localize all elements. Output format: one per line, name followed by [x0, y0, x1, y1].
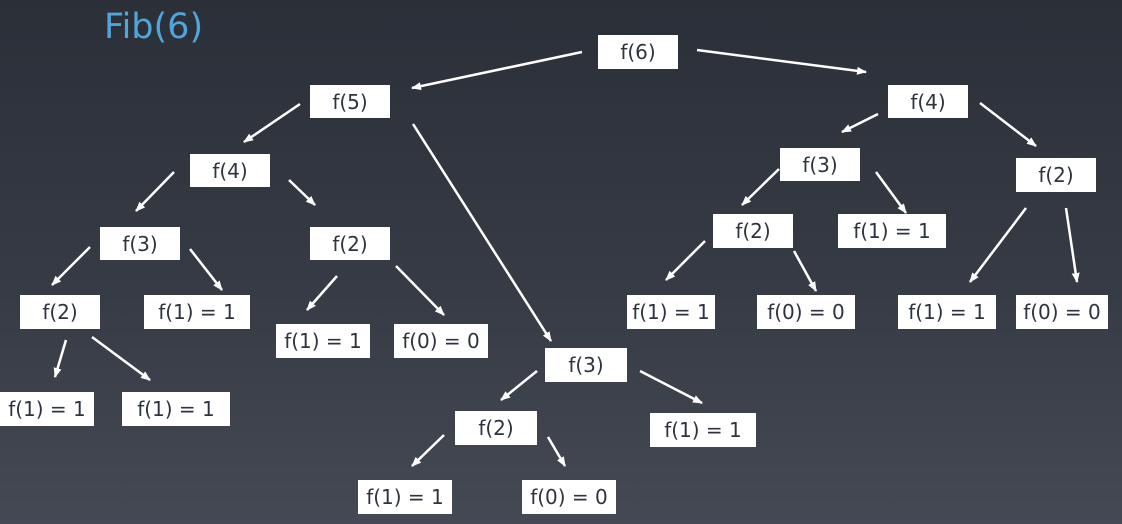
tree-node-n0: f(6)	[598, 35, 678, 69]
tree-node-n18: f(2)	[455, 411, 537, 445]
tree-node-n3: f(4)	[190, 154, 270, 187]
edge-arrow-n0-n1	[411, 50, 583, 91]
edge-arrow-n1-n3	[243, 102, 301, 144]
tree-node-n10: f(1) = 1	[838, 214, 946, 248]
tree-node-n24: f(1) = 1	[358, 480, 452, 514]
tree-node-n19: f(1) = 1	[650, 413, 756, 447]
edge-arrow-n13-n18	[500, 370, 538, 401]
tree-node-n7: f(2)	[310, 227, 390, 260]
edge-arrow-n3-n6	[135, 171, 175, 212]
tree-node-n4: f(3)	[780, 148, 860, 181]
tree-node-n6: f(3)	[100, 227, 180, 260]
diagram-title: Fib(6)	[104, 7, 204, 47]
edge-arrow-n9-n22	[665, 240, 706, 281]
tree-node-n22: f(1) = 1	[627, 295, 715, 329]
edge-arrow-n14-n16	[91, 335, 151, 382]
edge-arrow-n18-n24	[411, 434, 445, 467]
edge-arrow-n7-n11	[306, 275, 338, 311]
tree-node-n11: f(1) = 1	[276, 324, 370, 358]
edge-arrow-n1-n13	[411, 123, 553, 342]
edge-arrow-n6-n14	[51, 246, 91, 286]
tree-node-n16: f(1) = 1	[122, 392, 230, 426]
edge-arrow-n3-n7	[288, 179, 316, 206]
tree-node-n14: f(2)	[20, 295, 100, 329]
edge-arrow-n2-n4	[841, 112, 879, 134]
edge-arrow-n9-n23	[792, 250, 818, 292]
tree-node-n8: f(1) = 1	[144, 295, 250, 329]
tree-node-n2: f(4)	[888, 85, 968, 118]
tree-node-n5: f(2)	[1016, 158, 1096, 192]
tree-node-n25: f(0) = 0	[522, 480, 616, 514]
edge-arrow-n5-n21	[1064, 207, 1080, 283]
edge-arrow-n14-n15	[53, 339, 68, 378]
tree-node-n13: f(3)	[545, 348, 627, 382]
tree-node-n15: f(1) = 1	[0, 392, 94, 426]
tree-node-n12: f(0) = 0	[394, 324, 488, 358]
edge-arrow-n7-n12	[395, 265, 445, 316]
edge-arrow-n0-n2	[696, 48, 867, 75]
edge-arrow-n4-n9	[741, 168, 780, 206]
edge-arrow-n4-n10	[874, 171, 908, 214]
tree-node-n21: f(0) = 0	[1016, 295, 1108, 329]
edge-arrow-n18-n25	[546, 436, 567, 467]
edge-arrow-n6-n8	[189, 248, 223, 291]
edge-arrow-n5-n20	[969, 207, 1027, 283]
tree-node-n20: f(1) = 1	[898, 295, 996, 329]
edge-arrow-n13-n19	[639, 369, 703, 405]
tree-node-n23: f(0) = 0	[757, 295, 855, 329]
tree-node-n9: f(2)	[713, 214, 793, 248]
tree-node-n1: f(5)	[310, 85, 390, 118]
edge-arrow-n2-n5	[979, 102, 1037, 147]
